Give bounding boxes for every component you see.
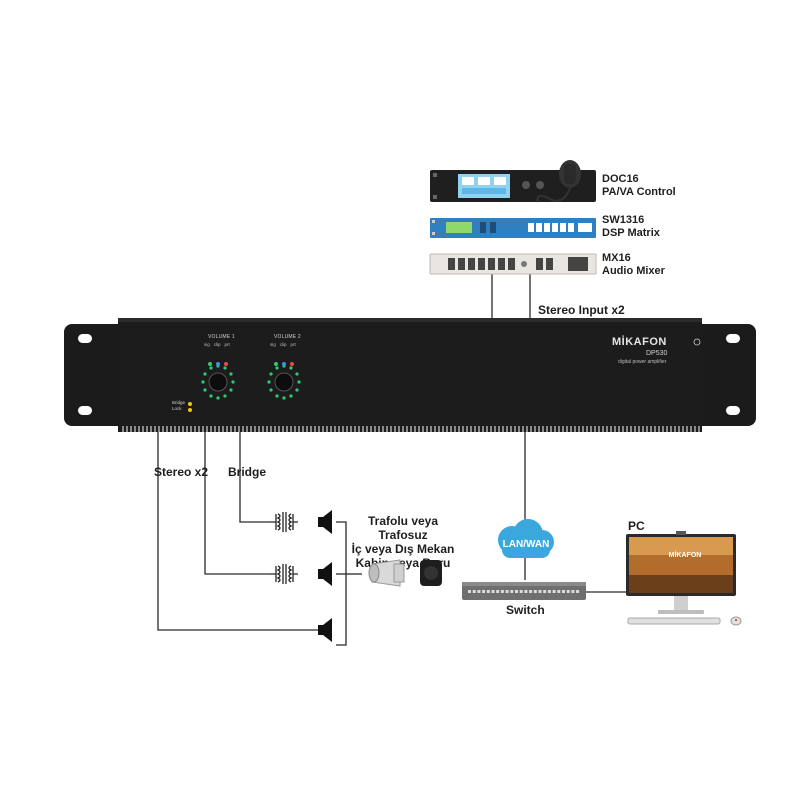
volume-2-knob[interactable]: [267, 362, 301, 400]
speaker-3: [318, 618, 332, 642]
dp530-amplifier: [64, 318, 756, 432]
stereo-line-1: [204, 432, 270, 575]
mx16-device: [429, 253, 597, 275]
speaker-icon: [318, 618, 332, 642]
stereo-input-label: Stereo Input x2: [538, 303, 625, 317]
mode-labels: Bridge Lock: [172, 400, 185, 412]
mx16-desc: Audio Mixer: [602, 265, 665, 277]
volume-1-indicators: sig clip prt: [204, 342, 230, 347]
pc-screen-brand: MİKAFON: [668, 552, 702, 559]
speaker-note-line-1: Trafolu veya Trafosuz: [367, 514, 439, 542]
sw1316-name: SW1316: [602, 214, 645, 226]
speaker-products: [368, 559, 442, 587]
clip-label: clip: [279, 342, 287, 347]
sig-label: sig: [270, 342, 276, 347]
cloud-icon: [498, 519, 554, 558]
cloud-label: LAN/WAN: [502, 539, 550, 550]
sig-label: sig: [204, 342, 210, 347]
doc16-desc: PA/VA Control: [602, 186, 676, 198]
mx16-name: MX16: [602, 252, 631, 264]
transformer-speaker-1: [270, 510, 332, 534]
network-switch: [462, 582, 586, 600]
cabinet-speaker-icon: [420, 560, 442, 586]
doc16-name: DOC16: [602, 173, 639, 185]
volume-2-label: VOLUME 2: [274, 334, 301, 340]
sw1316-device: [430, 218, 596, 238]
prt-label: prt: [224, 342, 230, 347]
speaker-icon: [318, 562, 332, 586]
keyboard-icon: [627, 617, 721, 625]
mx16-label: MX16 Audio Mixer: [602, 252, 665, 278]
sw1316-label: SW1316 DSP Matrix: [602, 214, 660, 240]
sw1316-desc: DSP Matrix: [602, 227, 660, 239]
rack-ear-right: [694, 324, 756, 426]
stereo-line-2: [157, 432, 318, 631]
bridge-label: Bridge: [228, 465, 267, 479]
bridge-line: [239, 432, 270, 523]
volume-1-label: VOLUME 1: [208, 334, 235, 340]
amp-model: DP530: [646, 350, 668, 357]
clip-label: clip: [213, 342, 221, 347]
horn-speaker-icon: [368, 559, 405, 587]
rack-ear-left: [64, 324, 126, 426]
lan-wan-cloud: [498, 519, 554, 558]
bridge-led: [188, 402, 192, 406]
stereo-x2-label: Stereo x2: [154, 465, 209, 479]
pc-computer: [626, 531, 742, 626]
monitor-icon: [626, 531, 736, 614]
mouse-icon: [730, 616, 742, 626]
lock-led: [188, 408, 192, 412]
doc16-label: DOC16 PA/VA Control: [602, 173, 676, 199]
pc-label: PC: [628, 519, 645, 533]
prt-label: prt: [290, 342, 296, 347]
switch-label: Switch: [506, 603, 545, 617]
speaker-note-line-2: İç veya Dış Mekan: [351, 542, 455, 556]
doc16-device: [430, 160, 596, 203]
volume-1-knob[interactable]: [201, 362, 235, 400]
speaker-icon: [318, 510, 332, 534]
amp-subtitle: digital power amplifier: [618, 359, 667, 365]
amp-brand-logo: MİKAFON: [612, 336, 667, 348]
lock-mode-label: Lock: [172, 406, 182, 411]
volume-2-indicators: sig clip prt: [270, 342, 296, 347]
bridge-mode-label: Bridge: [172, 400, 186, 405]
speaker-bus: [336, 521, 347, 646]
transformer-icon: [270, 564, 298, 584]
transformer-icon: [270, 512, 298, 532]
transformer-speaker-2: [270, 562, 332, 586]
